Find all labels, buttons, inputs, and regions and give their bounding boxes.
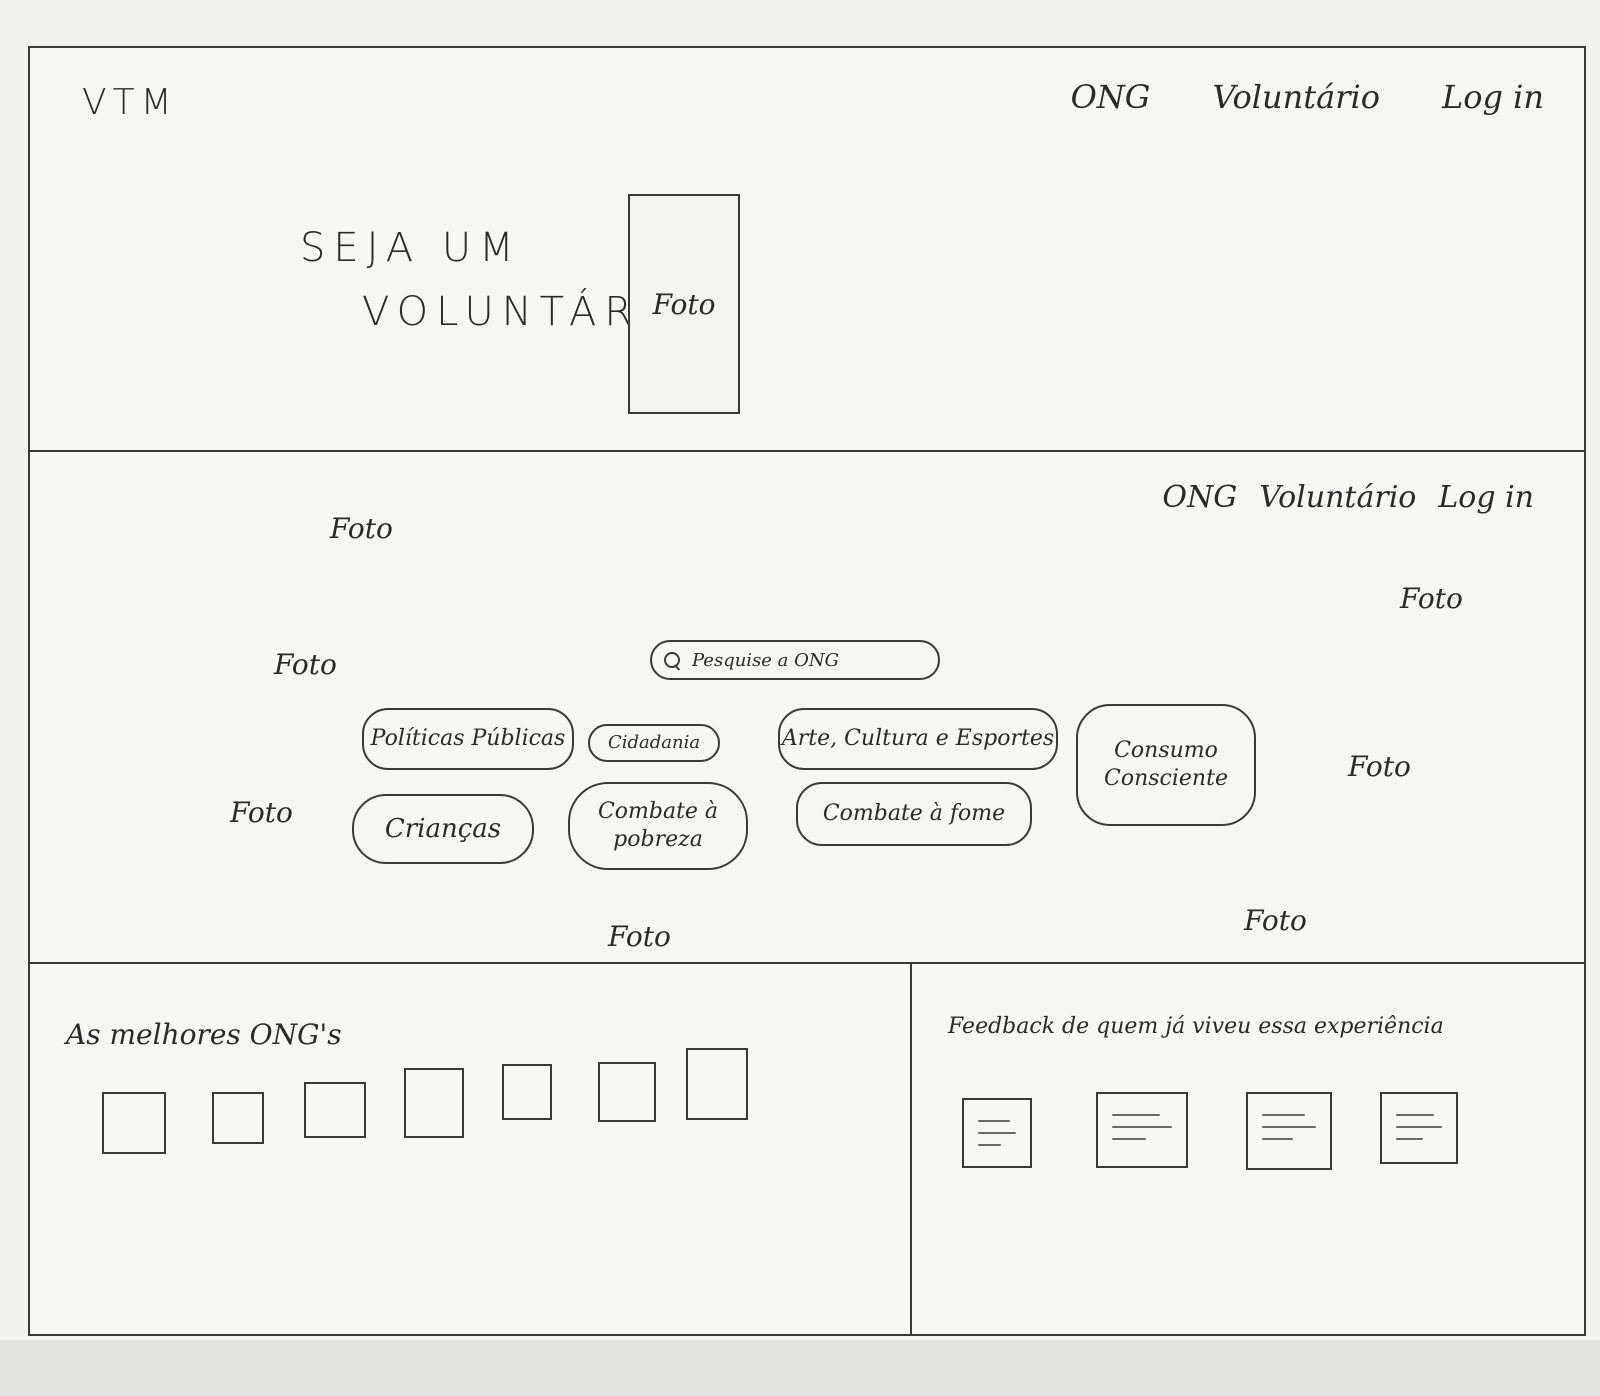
feedback-text-line: [1396, 1126, 1442, 1128]
feedback-text-line: [978, 1144, 1001, 1146]
search-input[interactable]: [690, 648, 914, 672]
feedback-text-line: [1262, 1126, 1316, 1128]
paper-edge: [0, 1340, 1600, 1396]
category-chip-combate-fome[interactable]: Combate à fome: [796, 782, 1032, 846]
feedback-card[interactable]: [1096, 1092, 1188, 1168]
feedback-text-line: [978, 1120, 1011, 1122]
feedback-text-line: [1112, 1114, 1160, 1116]
search-bar[interactable]: [650, 640, 940, 680]
ong-thumbnail[interactable]: [686, 1048, 748, 1120]
nav2-login-link[interactable]: Log in: [1438, 480, 1534, 515]
category-chip-criancas[interactable]: Crianças: [352, 794, 534, 864]
ong-thumbnail[interactable]: [404, 1068, 464, 1138]
top-nav: ONG Voluntário Log in: [1071, 78, 1544, 116]
best-ongs-title: As melhores ONG's: [66, 1018, 342, 1051]
hero-section: VTM ONG Voluntário Log in SEJA UM VOLUNT…: [30, 48, 1584, 452]
photo-placeholder: Foto: [274, 648, 337, 681]
category-chip-politicas-publicas[interactable]: Políticas Públicas: [362, 708, 574, 770]
feedback-text-line: [1396, 1138, 1423, 1140]
logo[interactable]: VTM: [82, 82, 178, 123]
ong-thumbnail[interactable]: [304, 1082, 366, 1138]
ong-thumbnail[interactable]: [102, 1092, 166, 1154]
search-icon: [664, 652, 680, 668]
secondary-nav: ONG Voluntário Log in: [1162, 480, 1534, 515]
feedback-text-line: [1396, 1114, 1434, 1116]
vertical-divider: [910, 964, 912, 1336]
feedback-card[interactable]: [1380, 1092, 1458, 1164]
ong-thumbnail[interactable]: [502, 1064, 552, 1120]
nav2-voluntario-link[interactable]: Voluntário: [1259, 480, 1417, 515]
feedback-card[interactable]: [1246, 1092, 1332, 1170]
category-chip-consumo-consciente[interactable]: Consumo Consciente: [1076, 704, 1256, 826]
page-frame: VTM ONG Voluntário Log in SEJA UM VOLUNT…: [28, 46, 1586, 1336]
hero-photo-label: Foto: [652, 287, 716, 321]
category-chip-combate-pobreza[interactable]: Combate à pobreza: [568, 782, 748, 870]
photo-placeholder: Foto: [1400, 582, 1463, 615]
feedback-text-line: [1262, 1138, 1293, 1140]
ong-thumbnail[interactable]: [212, 1092, 264, 1144]
nav-voluntario-link[interactable]: Voluntário: [1212, 78, 1380, 116]
feedback-text-line: [978, 1132, 1016, 1134]
hero-photo-placeholder: Foto: [628, 194, 740, 414]
photo-placeholder: Foto: [330, 512, 393, 545]
bottom-section: As melhores ONG's Feedback de quem já vi…: [30, 964, 1584, 1336]
hero-title-line1: SEJA UM: [300, 225, 522, 271]
nav-ong-link[interactable]: ONG: [1070, 78, 1151, 116]
photo-placeholder: Foto: [608, 920, 671, 953]
feedback-text-line: [1262, 1114, 1306, 1116]
category-chip-arte-cultura-esportes[interactable]: Arte, Cultura e Esportes: [778, 708, 1058, 770]
search-section: ONG Voluntário Log in Foto Foto Foto Fot…: [30, 452, 1584, 964]
photo-placeholder: Foto: [230, 796, 293, 829]
ong-thumbnail[interactable]: [598, 1062, 656, 1122]
nav-login-link[interactable]: Log in: [1441, 78, 1544, 116]
nav2-ong-link[interactable]: ONG: [1162, 480, 1238, 515]
feedback-title: Feedback de quem já viveu essa experiênc…: [948, 1014, 1444, 1039]
photo-placeholder: Foto: [1244, 904, 1307, 937]
photo-placeholder: Foto: [1348, 750, 1411, 783]
feedback-text-line: [1112, 1126, 1172, 1128]
category-chip-cidadania[interactable]: Cidadania: [588, 724, 720, 762]
feedback-card[interactable]: [962, 1098, 1032, 1168]
feedback-text-line: [1112, 1138, 1146, 1140]
